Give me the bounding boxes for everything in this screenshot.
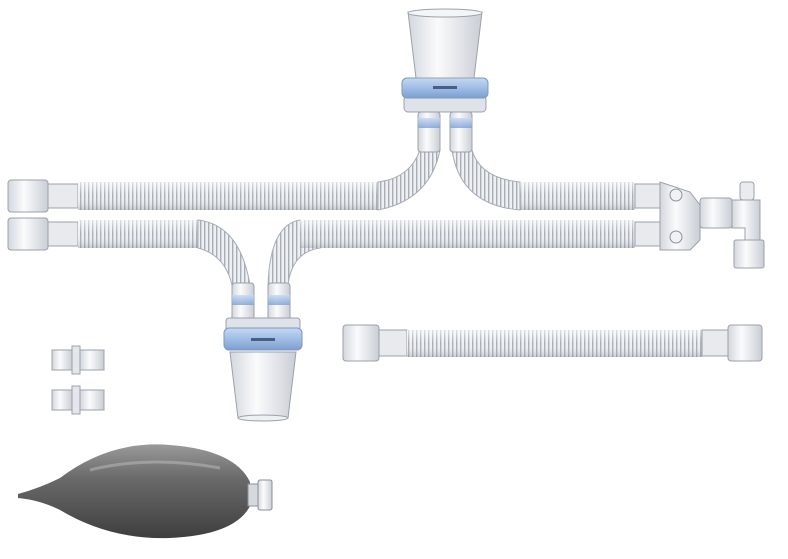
adapter-connector [51,385,105,415]
adapter-connector [51,345,105,375]
upper-hose [7,149,661,213]
reservoir-bag [18,444,273,539]
upper-filter-cup [401,8,489,153]
lower-filter-cup [223,282,303,422]
lower-hose [7,217,661,286]
y-piece-elbow-connector [659,181,765,269]
spare-hose [342,324,763,362]
